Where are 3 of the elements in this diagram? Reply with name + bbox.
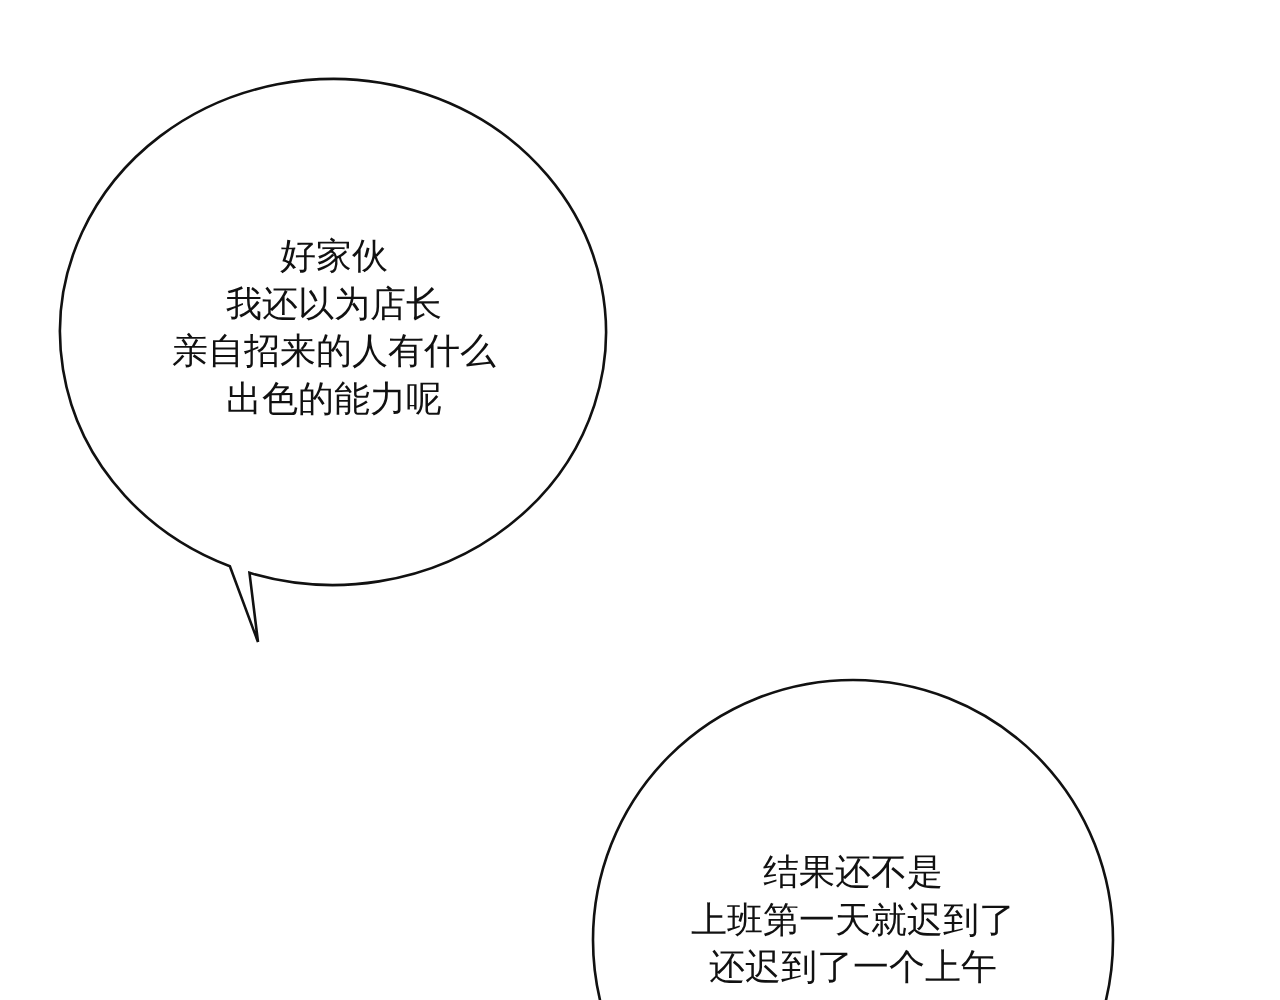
speech-bubble (590, 678, 1116, 1000)
speech-text: 好家伙我还以为店长亲自招来的人有什么出色的能力呢 (171, 234, 497, 421)
speech-text: 结果还不是上班第一天就迟到了还迟到了一个上午 (690, 850, 1016, 989)
